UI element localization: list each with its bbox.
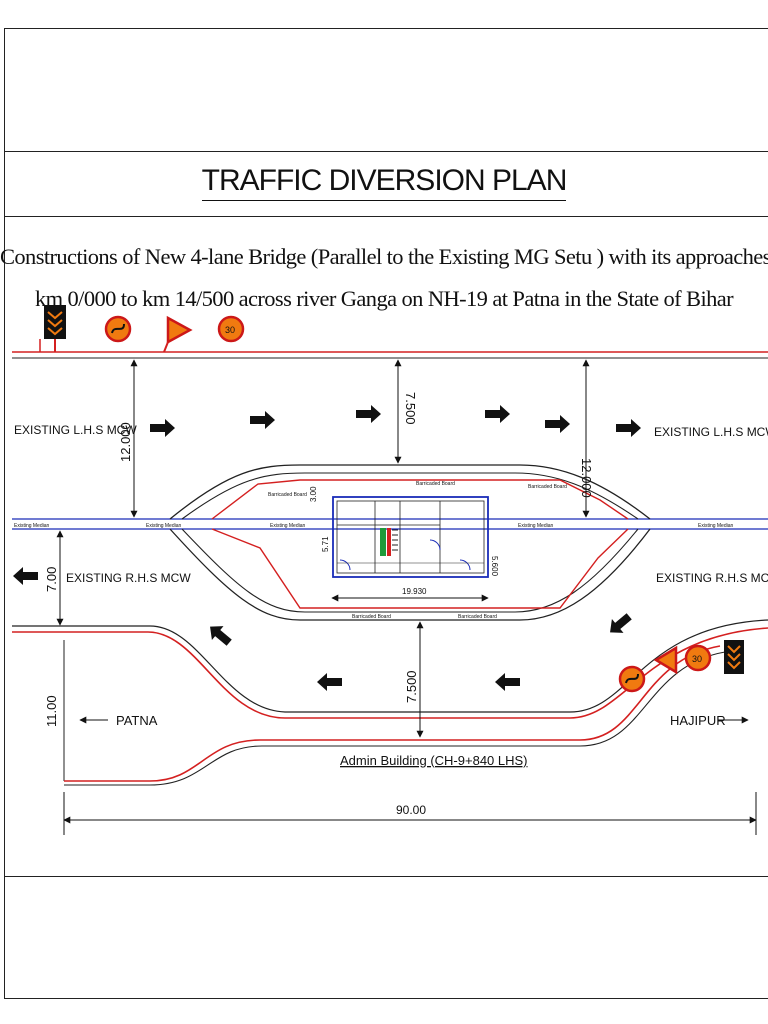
- chevron-sign-icon-top: [39, 305, 66, 352]
- speed-limit-sign-icon-bottom: 30: [684, 644, 712, 672]
- direction-hajipur: HAJIPUR: [670, 713, 726, 728]
- dim-building-top: 3.00: [309, 486, 318, 502]
- rhs-label-right: EXISTING R.H.S MCW: [656, 571, 768, 585]
- direction-patna: PATNA: [116, 713, 158, 728]
- admin-building-plan: [332, 496, 489, 578]
- dim-building-bottom: 5.600: [490, 556, 499, 577]
- admin-building-label: Admin Building (CH-9+840 LHS): [340, 753, 528, 768]
- dim-building-length: 19.930: [402, 587, 427, 596]
- frame-header-line: [4, 151, 768, 152]
- curve-sign-icon-top: [104, 315, 132, 343]
- frame-bottom-line: [4, 998, 768, 999]
- rhs-label-left: EXISTING R.H.S MCW: [66, 571, 191, 585]
- frame-drawing-bottom-line: [4, 876, 768, 877]
- median-label-5: Existing Median: [698, 523, 734, 529]
- rhs-road-edge: [12, 619, 768, 786]
- frame-left-line: [4, 28, 5, 998]
- chevron-sign-icon-bottom: [724, 640, 744, 674]
- dimension-lines: [56, 359, 757, 835]
- median-label-4: Existing Median: [518, 523, 554, 529]
- dim-diversion-bottom: 7.500: [404, 670, 419, 703]
- dim-diversion-top: 7.500: [403, 392, 418, 425]
- barricade-label-5: Barricaded Board: [458, 614, 497, 620]
- men-at-work-sign-icon-bottom: [653, 645, 678, 675]
- existing-median: [12, 518, 768, 530]
- svg-text:30: 30: [692, 654, 702, 664]
- subtitle-line-1: Constructions of New 4-lane Bridge (Para…: [0, 244, 768, 269]
- dim-lhs-width: 12.000: [118, 422, 133, 462]
- frame-title-line: [4, 216, 768, 217]
- lhs-label-right: EXISTING L.H.S MCW: [654, 425, 768, 439]
- lhs-road-edge: [12, 351, 768, 359]
- dim-approach-width: 11.00: [44, 695, 59, 727]
- barricade-label-4: Barricaded Board: [352, 614, 391, 620]
- dim-rhs-width: 7.00: [44, 567, 59, 592]
- barricade-label-3: Barricaded Board: [528, 484, 567, 490]
- curve-sign-icon-bottom: [618, 665, 646, 693]
- dim-building-left: 5.71: [321, 536, 330, 552]
- barricade-label-2: Barricaded Board: [268, 492, 307, 498]
- median-label-3: Existing Median: [270, 523, 306, 529]
- page-title: TRAFFIC DIVERSION PLAN: [0, 164, 768, 201]
- dim-lhs-width-right: 12.000: [579, 458, 594, 498]
- frame-top-line: [4, 28, 768, 29]
- subtitle-line-2: km 0/000 to km 14/500 across river Ganga…: [34, 286, 734, 311]
- median-label-2: Existing Median: [146, 523, 182, 529]
- men-at-work-sign-icon-top: [163, 315, 193, 353]
- speed-limit-sign-icon-top: 30: [217, 315, 245, 343]
- dim-total-length: 90.00: [396, 803, 426, 817]
- barricade-label-1: Barricaded Board: [416, 481, 455, 487]
- median-label-1: Existing Median: [14, 523, 50, 529]
- svg-text:30: 30: [225, 325, 235, 335]
- diversion-loop: [169, 464, 651, 621]
- lhs-label-left: EXISTING L.H.S MCW: [14, 423, 137, 437]
